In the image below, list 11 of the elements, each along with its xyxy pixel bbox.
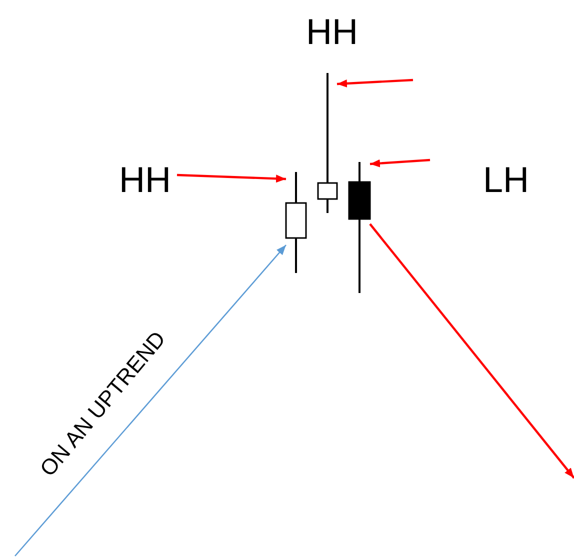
- arrow: [336, 78, 414, 88]
- arrow: [14, 244, 286, 556]
- swing-label: HH: [113, 160, 177, 200]
- arrow: [369, 223, 574, 479]
- candlestick: [317, 73, 338, 213]
- swing-label: LH: [474, 160, 538, 200]
- arrow: [176, 174, 286, 183]
- candlestick: [285, 172, 307, 273]
- arrow: [370, 158, 430, 168]
- swing-label: HH: [300, 12, 364, 52]
- candlestick: [348, 162, 371, 293]
